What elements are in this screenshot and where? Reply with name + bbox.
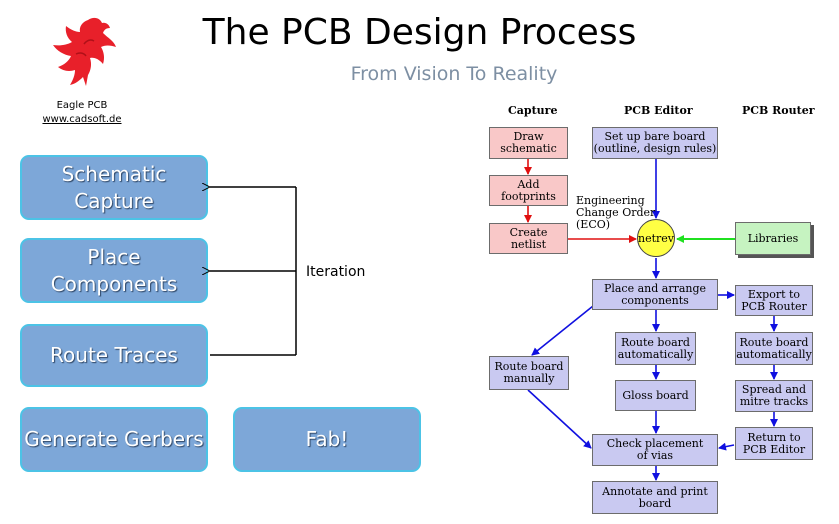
box-route-auto-router: Route board automatically [735, 332, 813, 365]
iteration-label: Iteration [306, 264, 366, 280]
column-header-capture: Capture [508, 104, 558, 117]
box-annotate-print: Annotate and print board [592, 481, 718, 514]
box-place-arrange: Place and arrange components [592, 279, 718, 310]
logo-name: Eagle PCB [56, 100, 108, 111]
step-fab: Fab! [233, 407, 421, 472]
column-header-pcb-editor: PCB Editor [624, 104, 693, 117]
step-place-components: Place Components [20, 238, 208, 303]
step-schematic-capture: Schematic Capture [20, 155, 208, 220]
box-spread-mitre: Spread and mitre tracks [735, 380, 813, 412]
box-draw-schematic: Draw schematic [489, 127, 568, 159]
page-subtitle: From Vision To Reality [350, 63, 558, 85]
arrow-place-to-manual [531, 301, 599, 356]
box-setup-bare-board: Set up bare board (outline, design rules… [592, 127, 718, 159]
box-gloss-board: Gloss board [615, 380, 696, 411]
logo-url-link[interactable]: www.cadsoft.de [42, 114, 122, 125]
arrow-return-to-check [718, 442, 735, 451]
box-route-auto-editor: Route board automatically [615, 332, 696, 365]
iteration-bracket [210, 187, 297, 356]
arrow-manual-to-check [527, 389, 592, 449]
box-add-footprints: Add footprints [489, 175, 568, 206]
box-libraries: Libraries [735, 222, 811, 255]
box-export-router: Export to PCB Router [735, 285, 813, 316]
column-header-pcb-router: PCB Router [742, 104, 815, 117]
eco-label: Engineering Change Order (ECO) [576, 194, 656, 231]
node-netrev: netrev [637, 219, 675, 257]
box-route-manually: Route board manually [489, 356, 569, 390]
step-generate-gerbers: Generate Gerbers [20, 407, 208, 472]
box-create-netlist: Create netlist [489, 223, 568, 254]
step-route-traces: Route Traces [20, 324, 208, 387]
logo-caption: Eagle PCB www.cadsoft.de [30, 99, 134, 127]
box-return-editor: Return to PCB Editor [735, 427, 813, 460]
page-title: The PCB Design Process [202, 12, 637, 53]
box-check-vias: Check placement of vias [592, 434, 718, 466]
eagle-bird-icon [53, 17, 116, 86]
